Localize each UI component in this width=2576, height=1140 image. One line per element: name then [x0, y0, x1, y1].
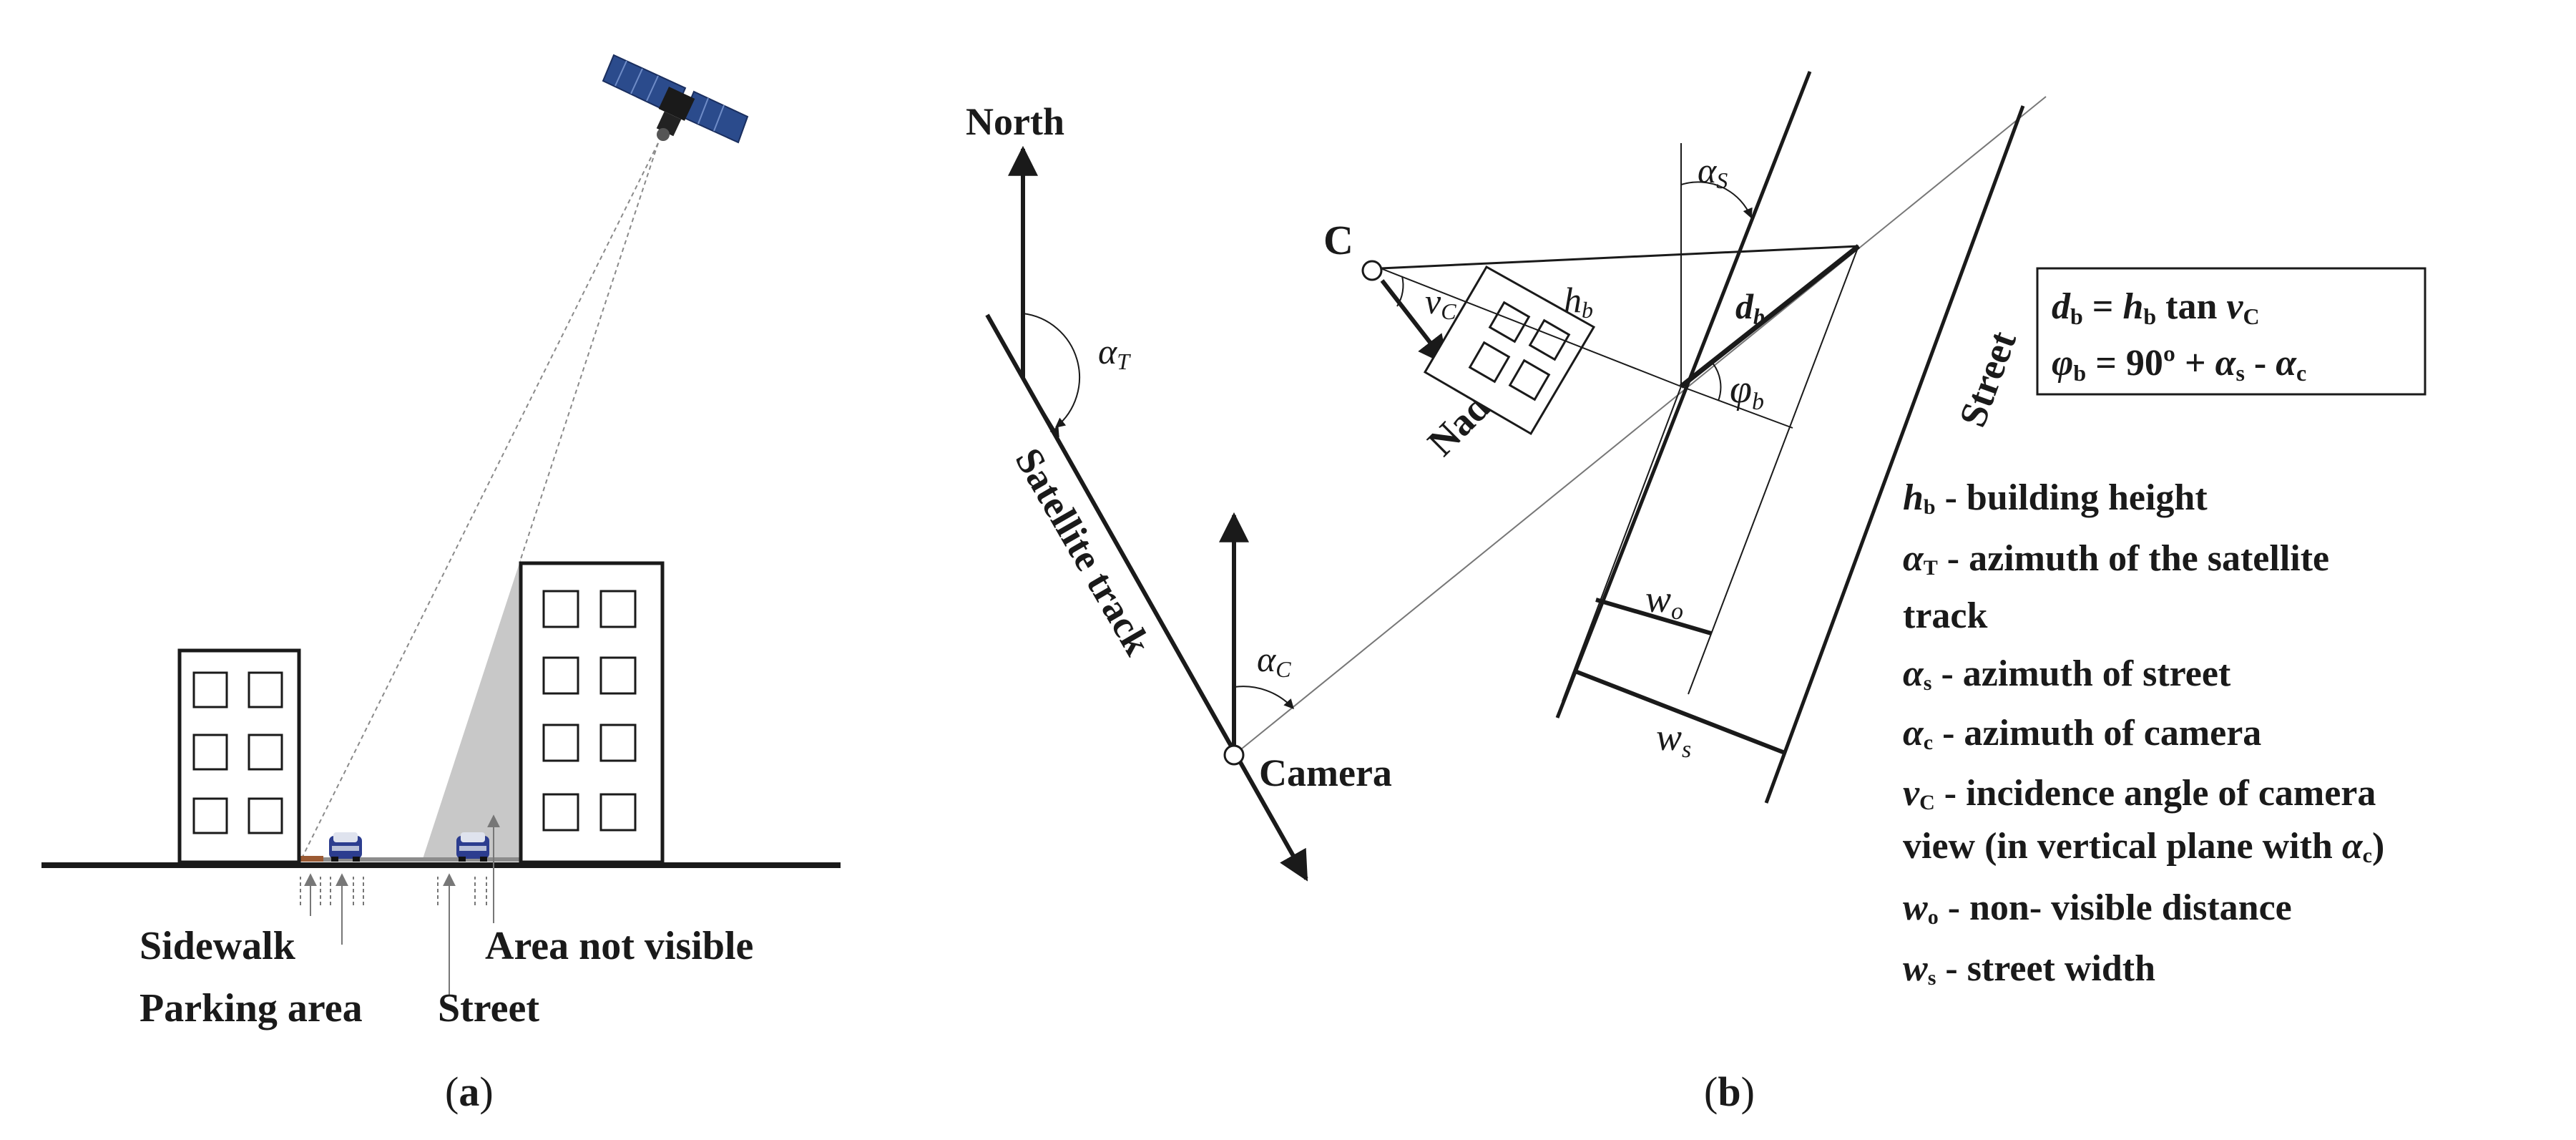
- satellite-track-line: [985, 313, 1308, 882]
- c-point: [1361, 260, 1383, 281]
- street-label-b: Street: [1951, 326, 2024, 432]
- not-visible-area: [422, 559, 521, 861]
- legend-item: αs - azimuth of street: [1903, 653, 2231, 695]
- alpha-s-arc: [1680, 181, 1753, 219]
- area-not-visible-label: Area not visible: [485, 924, 753, 968]
- street-surface: [323, 857, 521, 862]
- panel-b-caption: (b): [1704, 1068, 1755, 1115]
- car-icon: [456, 832, 489, 862]
- w-s-line: [1574, 669, 1786, 755]
- legend-item: ws - street width: [1903, 948, 2155, 990]
- legend-item: νC - incidence angle of camera: [1903, 773, 2376, 814]
- camera-point: [1223, 744, 1245, 766]
- nadir-arrow: [1380, 279, 1449, 366]
- sidewalk-strip: [299, 856, 323, 862]
- left-building: [177, 648, 301, 864]
- street-edge-right: [1764, 105, 2025, 804]
- formula-box-frame: [2036, 267, 2426, 396]
- legend-item: hb - building height: [1903, 477, 2208, 519]
- panel-a-caption: (a): [445, 1068, 494, 1115]
- alpha-s-symbol: αS: [1698, 150, 1728, 193]
- legend-item: αT - azimuth of the satellite: [1903, 538, 2329, 580]
- h-b-symbol: hb: [1564, 280, 1593, 323]
- w-o-line: [1595, 598, 1712, 635]
- right-building: [519, 561, 665, 864]
- formula-2: φb = 90º + αs - αc: [2052, 343, 2306, 386]
- street-mid-line: [1562, 386, 1682, 702]
- c-label: C: [1323, 217, 1353, 263]
- w-s-symbol: ws: [1656, 716, 1691, 763]
- building-top-view: [1423, 265, 1596, 436]
- formula-1: db = hb tan νC: [2052, 286, 2260, 329]
- d-b-line: [1679, 244, 1861, 389]
- parking-area-label: Parking area: [139, 986, 363, 1031]
- satellite-icon: [602, 54, 749, 144]
- label-pointers: [300, 814, 500, 995]
- panel-a: Sidewalk Parking area Street Area not vi…: [41, 54, 841, 1115]
- alpha-t-symbol: αT: [1098, 331, 1131, 374]
- street-edge-left: [1555, 71, 1812, 718]
- alpha-t-arc: [1022, 313, 1081, 428]
- street-label: Street: [438, 986, 539, 1031]
- c-to-building-line: [1380, 268, 1682, 387]
- phi-b-arc: [1711, 361, 1722, 401]
- sidewalk-label: Sidewalk: [139, 924, 296, 968]
- w-o-symbol: wo: [1645, 578, 1683, 625]
- legend-item: view (in vertical plane with αc): [1903, 826, 2384, 867]
- satellite-track-dir-arrow: [1022, 377, 1059, 438]
- alpha-c-symbol: αC: [1257, 639, 1291, 682]
- view-line-right: [520, 142, 659, 560]
- shadow-right-line: [1688, 245, 1859, 695]
- phi-b-base-line: [1680, 386, 1793, 429]
- phi-b-symbol: φb: [1730, 367, 1764, 415]
- panel-b: North Satellite track αT αC Camera C Nad…: [966, 71, 2426, 1115]
- legend-item: αc - azimuth of camera: [1903, 713, 2261, 754]
- nu-c-arc: [1396, 276, 1404, 307]
- legend-item: wo - non- visible distance: [1903, 887, 2292, 929]
- c-to-top-line: [1380, 245, 1859, 270]
- d-b-symbol: db: [1735, 286, 1765, 329]
- car-icon: [329, 832, 362, 862]
- legend-item: track: [1903, 595, 1987, 636]
- camera-line-of-sight: [1233, 96, 2047, 756]
- north-label: North: [966, 100, 1064, 143]
- camera-label: Camera: [1259, 751, 1392, 794]
- satellite-track-label: Satellite track: [1007, 441, 1160, 662]
- legend: hb - building height αT - azimuth of the…: [1903, 477, 2384, 990]
- alpha-c-arc: [1233, 686, 1294, 710]
